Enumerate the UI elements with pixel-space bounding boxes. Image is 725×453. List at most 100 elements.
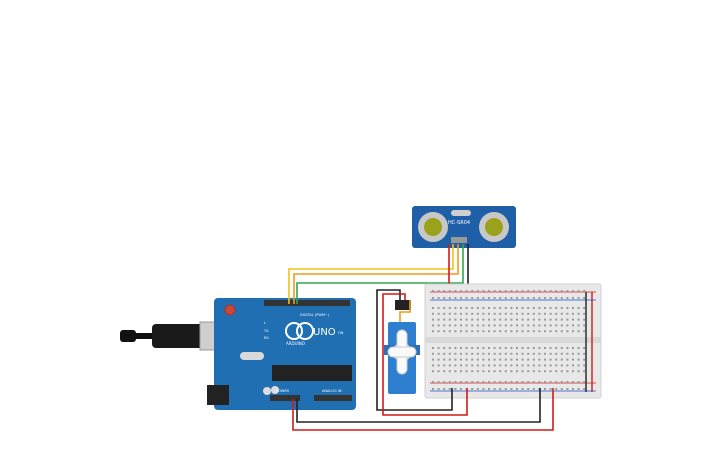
breadboard-hole bbox=[516, 347, 518, 349]
breadboard-hole bbox=[493, 324, 496, 327]
breadboard-hole bbox=[476, 330, 479, 333]
atmega-chip bbox=[272, 365, 352, 381]
breadboard-hole bbox=[521, 381, 524, 383]
breadboard-hole bbox=[516, 381, 518, 383]
breadboard-hole bbox=[555, 352, 558, 355]
breadboard-hole bbox=[476, 352, 479, 355]
breadboard-hole bbox=[471, 347, 474, 349]
breadboard-hole bbox=[493, 370, 496, 373]
breadboard-hole bbox=[488, 324, 490, 327]
breadboard-hole bbox=[555, 330, 558, 333]
wire-green[interactable] bbox=[296, 244, 464, 304]
breadboard-hole bbox=[583, 312, 586, 315]
breadboard-hole bbox=[454, 330, 457, 333]
breadboard-hole bbox=[583, 388, 586, 390]
wire-black-servo[interactable] bbox=[376, 289, 453, 411]
breadboard-hole bbox=[460, 324, 462, 327]
capacitor-1 bbox=[271, 386, 279, 394]
breadboard-hole bbox=[454, 307, 457, 309]
breadboard-hole bbox=[460, 290, 462, 292]
breadboard-hole bbox=[538, 381, 541, 383]
breadboard-hole bbox=[538, 352, 541, 355]
breadboard-hole bbox=[560, 290, 563, 292]
breadboard-hole bbox=[510, 352, 513, 355]
breadboard-hole bbox=[504, 318, 507, 321]
breadboard-hole bbox=[488, 358, 490, 361]
breadboard-hole bbox=[538, 330, 541, 333]
breadboard-hole bbox=[448, 330, 451, 333]
breadboard-hole bbox=[583, 347, 586, 349]
breadboard-hole bbox=[460, 352, 462, 355]
breadboard-hole bbox=[499, 330, 502, 333]
breadboard-hole bbox=[448, 318, 451, 321]
servo-motor[interactable] bbox=[384, 300, 420, 394]
breadboard-hole bbox=[538, 290, 541, 292]
breadboard-hole bbox=[583, 364, 586, 367]
breadboard-hole bbox=[527, 330, 530, 333]
breadboard-hole bbox=[549, 297, 552, 299]
digital-header bbox=[264, 300, 350, 306]
reset-button[interactable] bbox=[224, 304, 236, 316]
breadboard-hole bbox=[471, 307, 474, 309]
breadboard-hole bbox=[465, 307, 468, 309]
breadboard-hole bbox=[544, 381, 546, 383]
breadboard-hole bbox=[527, 307, 530, 309]
breadboard-hole bbox=[577, 318, 580, 321]
breadboard-hole bbox=[437, 330, 440, 333]
breadboard-hole bbox=[549, 381, 552, 383]
breadboard-hole bbox=[532, 347, 535, 349]
breadboard-hole bbox=[527, 290, 530, 292]
brand-label: ARDUINO bbox=[286, 341, 305, 346]
breadboard-hole bbox=[437, 307, 440, 309]
breadboard-hole bbox=[532, 330, 535, 333]
breadboard-hole bbox=[443, 307, 446, 309]
breadboard-hole bbox=[432, 312, 434, 315]
breadboard-hole bbox=[516, 330, 518, 333]
arduino-uno[interactable]: UNO ARDUINO DIGITAL (PWM~) POWER ANALOG … bbox=[207, 298, 356, 410]
wire-yellow[interactable] bbox=[288, 244, 454, 304]
wire-red-5v[interactable] bbox=[292, 388, 554, 431]
wire-orange[interactable] bbox=[293, 244, 459, 304]
breadboard-hole bbox=[560, 312, 563, 315]
breadboard-hole bbox=[555, 307, 558, 309]
power-label: POWER bbox=[276, 389, 290, 393]
breadboard-hole bbox=[577, 297, 580, 299]
breadboard-hole bbox=[493, 312, 496, 315]
wire-black-gnd[interactable] bbox=[296, 388, 541, 423]
breadboard-hole bbox=[577, 312, 580, 315]
breadboard-hole bbox=[482, 358, 485, 361]
wire-red-servo[interactable] bbox=[382, 293, 468, 416]
breadboard-hole bbox=[572, 358, 574, 361]
breadboard-hole bbox=[566, 324, 569, 327]
breadboard-hole bbox=[566, 312, 569, 315]
breadboard-hole bbox=[577, 381, 580, 383]
breadboard-hole bbox=[493, 347, 496, 349]
breadboard-hole bbox=[555, 370, 558, 373]
breadboard-hole bbox=[499, 358, 502, 361]
breadboard-hole bbox=[465, 324, 468, 327]
breadboard-hole bbox=[510, 381, 513, 383]
ultrasonic-sensor[interactable]: HC-SR04 bbox=[412, 206, 516, 248]
breadboard-hole bbox=[460, 297, 462, 299]
breadboard-hole bbox=[532, 312, 535, 315]
breadboard-hole bbox=[583, 358, 586, 361]
breadboard-hole bbox=[482, 347, 485, 349]
breadboard-hole bbox=[504, 388, 507, 390]
breadboard-hole bbox=[465, 347, 468, 349]
breadboard-hole bbox=[566, 297, 569, 299]
breadboard-hole bbox=[454, 347, 457, 349]
breadboard-hole bbox=[577, 347, 580, 349]
breadboard-hole bbox=[448, 388, 451, 390]
breadboard-hole bbox=[493, 297, 496, 299]
breadboard-hole bbox=[465, 381, 468, 383]
breadboard-hole bbox=[482, 388, 485, 390]
usb-cable[interactable] bbox=[120, 321, 229, 351]
breadboard-hole bbox=[465, 297, 468, 299]
breadboard-hole bbox=[437, 388, 440, 390]
breadboard[interactable] bbox=[424, 283, 602, 399]
breadboard-hole bbox=[583, 290, 586, 292]
breadboard-hole bbox=[577, 370, 580, 373]
sensor-crystal bbox=[451, 210, 471, 216]
wire-orange-servo[interactable] bbox=[399, 300, 411, 322]
